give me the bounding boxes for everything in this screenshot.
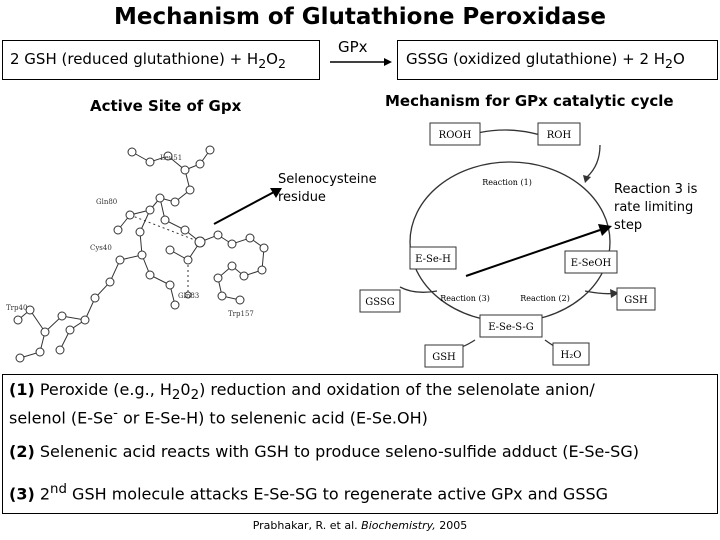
- products-text: GSSG (oxidized glutathione) + 2 H2O: [406, 50, 685, 71]
- active-site-structure: Leu51 Gln80 Gln83 Trp157 Cys40 Trp40: [6, 145, 269, 363]
- structure-label: Gln83: [178, 292, 199, 300]
- cycle-node: H₂O: [561, 350, 582, 361]
- cycle-node: ROOH: [439, 130, 472, 141]
- rate-limiting-note: Reaction 3 is rate limiting step: [614, 182, 698, 233]
- cycle-node: E-SeOH: [571, 258, 612, 269]
- structure-label: Gln80: [96, 198, 117, 206]
- reactants-text: 2 GSH (reduced glutathione) + H2O2: [10, 50, 286, 71]
- cycle-node: GSH: [432, 352, 456, 363]
- reaction-label: Reaction (3): [440, 294, 490, 303]
- structure-label: Cys40: [90, 244, 112, 252]
- cycle-node: E-Se-H: [415, 254, 451, 265]
- cycle-node: GSH: [624, 295, 648, 306]
- rate-limiting-arrow: [465, 224, 612, 277]
- structure-label: Trp157: [228, 310, 254, 318]
- cycle-node: ROH: [547, 130, 572, 141]
- structure-label: Leu51: [160, 154, 182, 162]
- active-site-heading: Active Site of Gpx: [90, 97, 242, 115]
- structure-label: Trp40: [6, 304, 27, 312]
- step-1-line-2: selenol (E-Se- or E-Se-H) to selenenic a…: [9, 406, 428, 428]
- reaction-arrow: [330, 58, 392, 66]
- citation: Prabhakar, R. et al. Biochemistry, 2005: [252, 519, 468, 532]
- step-2: (2) Selenenic acid reacts with GSH to pr…: [9, 442, 639, 461]
- catalytic-cycle-diagram: ROOH ROH E-Se-H E-SeOH GSSG GSH E-Se-S-G…: [359, 122, 656, 368]
- cycle-heading: Mechanism for GPx catalytic cycle: [385, 92, 674, 110]
- reaction-label: Reaction (2): [520, 294, 570, 303]
- enzyme-label: GPx: [338, 38, 368, 56]
- step-1-line-1: (1) Peroxide (e.g., H202) reduction and …: [9, 380, 595, 404]
- steps-box: (1) Peroxide (e.g., H202) reduction and …: [2, 374, 718, 514]
- reaction-label: Reaction (1): [482, 178, 532, 187]
- cycle-node: GSSG: [365, 297, 395, 308]
- step-3: (3) 2nd GSH molecule attacks E-Se-SG to …: [9, 482, 609, 504]
- products-box: [397, 40, 718, 80]
- cycle-node: E-Se-S-G: [488, 322, 534, 333]
- page-title: Mechanism of Glutathione Peroxidase: [113, 4, 607, 30]
- reactants-box: [2, 40, 320, 80]
- selenocysteine-note: Selenocysteine residue: [278, 172, 377, 205]
- selenocysteine-arrow: [213, 188, 282, 225]
